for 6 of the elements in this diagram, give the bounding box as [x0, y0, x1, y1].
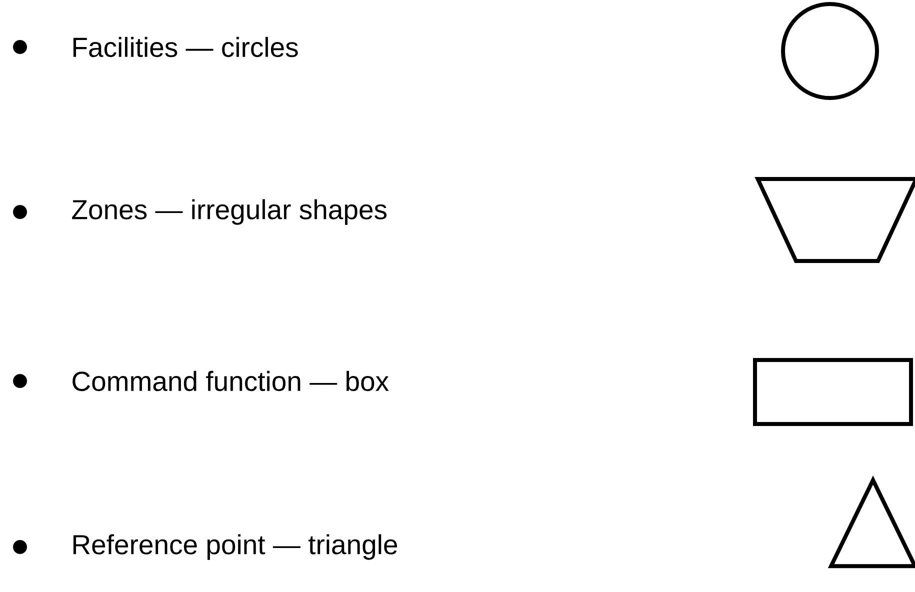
legend-text: Command function — box — [72, 370, 389, 392]
legend-text: Zones — irregular shapes — [72, 199, 387, 225]
legend-text: Reference point — triangle — [73, 534, 398, 560]
circle-symbol — [781, 2, 879, 100]
rectangle-symbol — [753, 358, 913, 426]
legend-text: Facilities — circles — [73, 36, 298, 58]
